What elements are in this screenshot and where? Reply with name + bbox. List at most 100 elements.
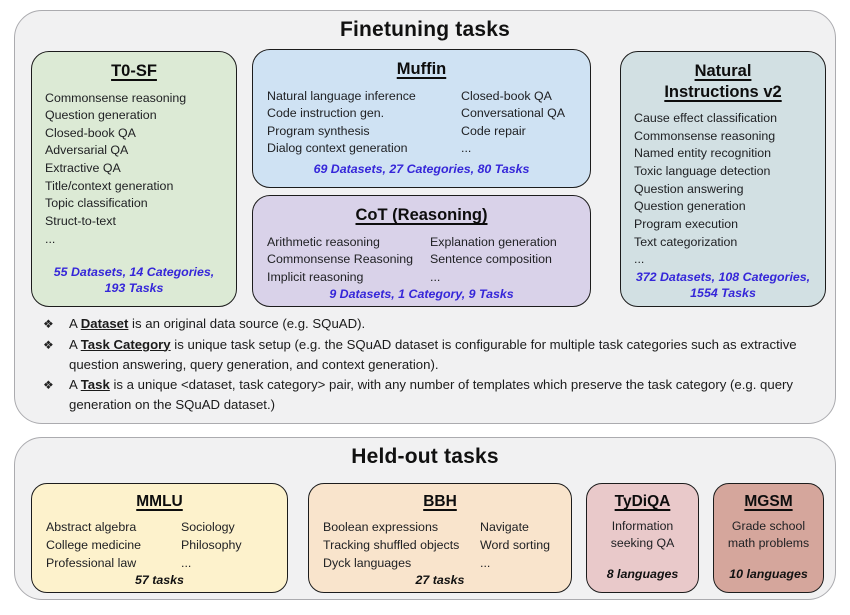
task-item: Text categorization xyxy=(634,234,738,249)
cot-stats: 9 Datasets, 1 Category, 9 Tasks xyxy=(329,287,514,302)
task-item: Commonsense reasoning xyxy=(45,90,187,105)
task-item: ... xyxy=(430,269,441,284)
task-item: ... xyxy=(181,555,192,570)
note-text: A Task Category is unique task setup (e.… xyxy=(69,335,815,375)
note-dataset: ❖ A Dataset is an original data source (… xyxy=(43,314,815,334)
note-task: ❖ A Task is a unique <dataset, task cate… xyxy=(43,375,815,415)
task-item: Conversational QA xyxy=(461,106,565,121)
definition-notes: ❖ A Dataset is an original data source (… xyxy=(43,314,815,416)
note-text: A Task is a unique <dataset, task catego… xyxy=(69,375,815,415)
task-item: Natural language inference xyxy=(267,88,416,103)
task-item: Tracking shuffled objects xyxy=(323,537,460,552)
task-item: Cause effect classification xyxy=(634,111,778,126)
task-item: Philosophy xyxy=(181,537,242,552)
task-item: Question answering xyxy=(634,181,744,196)
finetuning-title: Finetuning tasks xyxy=(339,18,511,41)
task-item: Implicit reasoning xyxy=(267,269,364,284)
muffin-column-right: Closed-book QA Conversational QA Code repa… xyxy=(461,88,584,158)
diamond-bullet-icon: ❖ xyxy=(43,378,54,393)
task-item: Named entity recognition xyxy=(634,146,772,161)
note-task-category: ❖ A Task Category is unique task setup (… xyxy=(43,335,815,375)
tydiqa-box-title: TyDiQA xyxy=(614,493,671,510)
task-item: Closed-book QA xyxy=(461,88,552,103)
note-before: A xyxy=(69,377,81,393)
task-item: Code instruction gen. xyxy=(267,106,385,121)
note-after: is an original data source (e.g. SQuAD). xyxy=(128,316,366,331)
task-item: Commonsense Reasoning xyxy=(267,252,414,267)
note-before: A xyxy=(69,336,81,352)
task-item: Explanation generation xyxy=(430,234,557,249)
task-item: ... xyxy=(634,252,645,267)
note-term: Task xyxy=(80,377,110,393)
task-item: Dialog context generation xyxy=(267,141,408,156)
note-term: Dataset xyxy=(80,316,129,331)
t0sf-box-title: T0-SF xyxy=(111,62,157,80)
finetuning-panel: Finetuning tasks T0-SF Commonsense reaso… xyxy=(14,10,836,424)
task-item: Sociology xyxy=(181,520,235,535)
task-item: Arithmetic reasoning xyxy=(267,234,380,249)
mgsm-description: Grade school math problems xyxy=(727,519,810,550)
muffin-stats: 69 Datasets, 27 Categories, 80 Tasks xyxy=(313,161,530,176)
tydiqa-description: Information seeking QA xyxy=(610,519,675,550)
task-item: Topic classification xyxy=(45,196,148,211)
task-item: Adversarial QA xyxy=(45,143,129,158)
task-item: ... xyxy=(480,555,491,570)
task-item: Navigate xyxy=(480,520,529,535)
task-item: ... xyxy=(45,231,56,246)
bbh-stats: 27 tasks xyxy=(415,573,465,588)
mmlu-box-title: MMLU xyxy=(136,493,183,510)
note-after: is unique task setup (e.g. the SQuAD dat… xyxy=(69,336,797,372)
task-item: Abstract algebra xyxy=(46,520,137,535)
note-text: A Dataset is an original data source (e.… xyxy=(69,314,365,334)
natural-instructions-v2-box: Natural Instructions v2 Cause effect cla… xyxy=(620,51,826,307)
diamond-bullet-icon: ❖ xyxy=(43,337,54,352)
note-after: is a unique <dataset, task category> pai… xyxy=(69,377,794,413)
task-item: Program synthesis xyxy=(267,123,370,138)
mgsm-stats: 10 languages xyxy=(729,566,808,581)
diamond-bullet-icon: ❖ xyxy=(43,317,54,331)
bbh-box-title: BBH xyxy=(423,493,457,510)
tydiqa-box: TyDiQA Information seeking QA 8 language… xyxy=(586,483,699,593)
task-item: Question generation xyxy=(45,108,157,123)
mmlu-stats: 57 tasks xyxy=(135,573,184,588)
task-item: Dyck languages xyxy=(323,555,412,570)
t0sf-stats: 55 Datasets, 14 Categories, 193 Tasks xyxy=(53,264,215,295)
muffin-box-title: Muffin xyxy=(396,60,447,78)
task-item: Title/context generation xyxy=(45,178,174,193)
task-item: ... xyxy=(461,141,472,156)
note-term: Task Category xyxy=(80,336,171,352)
mgsm-box-title: MGSM xyxy=(744,493,793,510)
task-item: Program execution xyxy=(634,216,738,231)
task-item: College medicine xyxy=(46,537,142,552)
task-item: Commonsense reasoning xyxy=(634,128,776,143)
niv2-stats: 372 Datasets, 108 Categories, 1554 Tasks xyxy=(635,269,811,300)
task-item: Toxic language detection xyxy=(634,164,771,179)
task-item: Code repair xyxy=(461,123,526,138)
task-item: Question generation xyxy=(634,199,746,214)
task-item: Boolean expressions xyxy=(323,520,439,535)
heldout-title: Held-out tasks xyxy=(351,445,499,468)
task-item: Sentence composition xyxy=(430,252,552,267)
mgsm-box: MGSM Grade school math problems 10 langu… xyxy=(713,483,824,593)
niv2-box-title: Natural Instructions v2 xyxy=(664,62,782,101)
cot-box-title: CoT (Reasoning) xyxy=(355,206,488,224)
task-item: Word sorting xyxy=(480,537,551,552)
task-item: Extractive QA xyxy=(45,161,121,176)
